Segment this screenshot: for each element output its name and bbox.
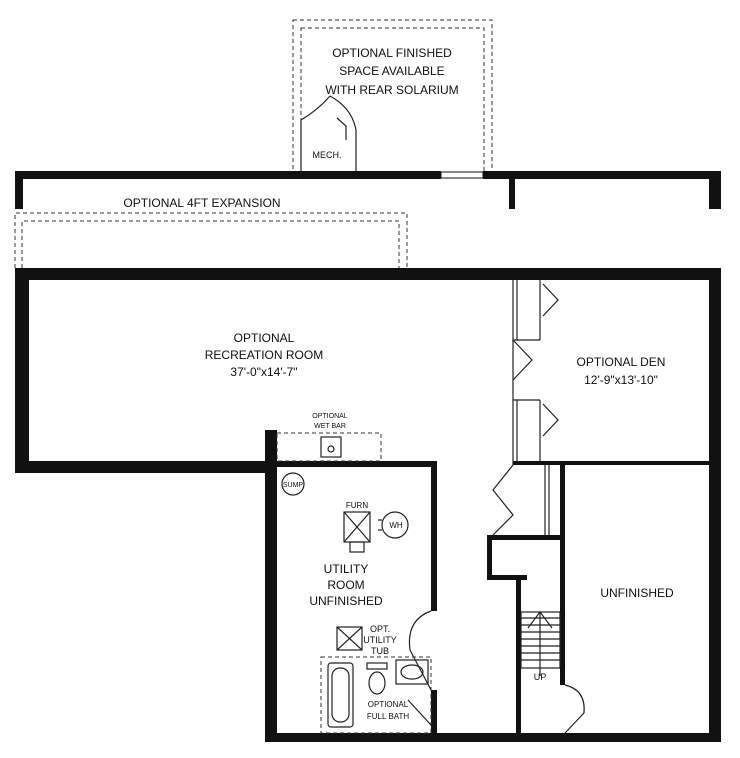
solarium-label-2: SPACE AVAILABLE <box>339 64 444 78</box>
utility-label-2: ROOM <box>327 578 364 592</box>
wh-label: WH <box>389 521 403 530</box>
sump-label: SUMP <box>283 482 304 489</box>
tub-label-2: UTILITY <box>363 635 397 645</box>
water-heater <box>378 511 409 539</box>
stairs <box>520 611 561 676</box>
bath-label-1: OPTIONAL <box>368 700 409 709</box>
furn-label: FURN <box>346 501 368 510</box>
expansion-label: OPTIONAL 4FT EXPANSION <box>123 196 280 210</box>
wet-bar-label-2: WET BAR <box>314 423 346 430</box>
utility-label-1: UTILITY <box>324 562 369 576</box>
solarium-label-1: OPTIONAL FINISHED <box>332 46 452 60</box>
den-label: OPTIONAL DEN <box>577 355 666 369</box>
den-dims: 12'-9"x13'-10" <box>584 373 658 387</box>
walls <box>15 171 721 742</box>
tub-label-3: TUB <box>371 646 389 656</box>
recreation-dims: 37'-0"x14'-7" <box>230 365 297 379</box>
tub-label-1: OPT. <box>370 624 390 634</box>
unfinished-label: UNFINISHED <box>600 586 674 600</box>
wet-bar-label-1: OPTIONAL <box>312 413 348 420</box>
recreation-label-1: OPTIONAL <box>234 331 295 345</box>
unfinished-door <box>564 684 585 734</box>
stairs-up-label: UP <box>534 672 547 682</box>
expansion-outline <box>14 212 408 268</box>
mech-room <box>300 95 357 172</box>
wet-bar <box>276 432 382 462</box>
furnace <box>343 511 371 553</box>
utility-label-3: UNFINISHED <box>309 594 383 608</box>
sump-pit <box>281 472 305 496</box>
rear-window <box>440 171 484 179</box>
bath-label-2: FULL BATH <box>367 712 409 721</box>
utility-tub <box>336 626 363 651</box>
den-partition <box>492 280 559 536</box>
solarium-label-3: WITH REAR SOLARIUM <box>325 83 458 97</box>
recreation-label-2: RECREATION ROOM <box>205 348 323 362</box>
mech-label: MECH. <box>313 150 342 160</box>
full-bath <box>320 656 432 734</box>
